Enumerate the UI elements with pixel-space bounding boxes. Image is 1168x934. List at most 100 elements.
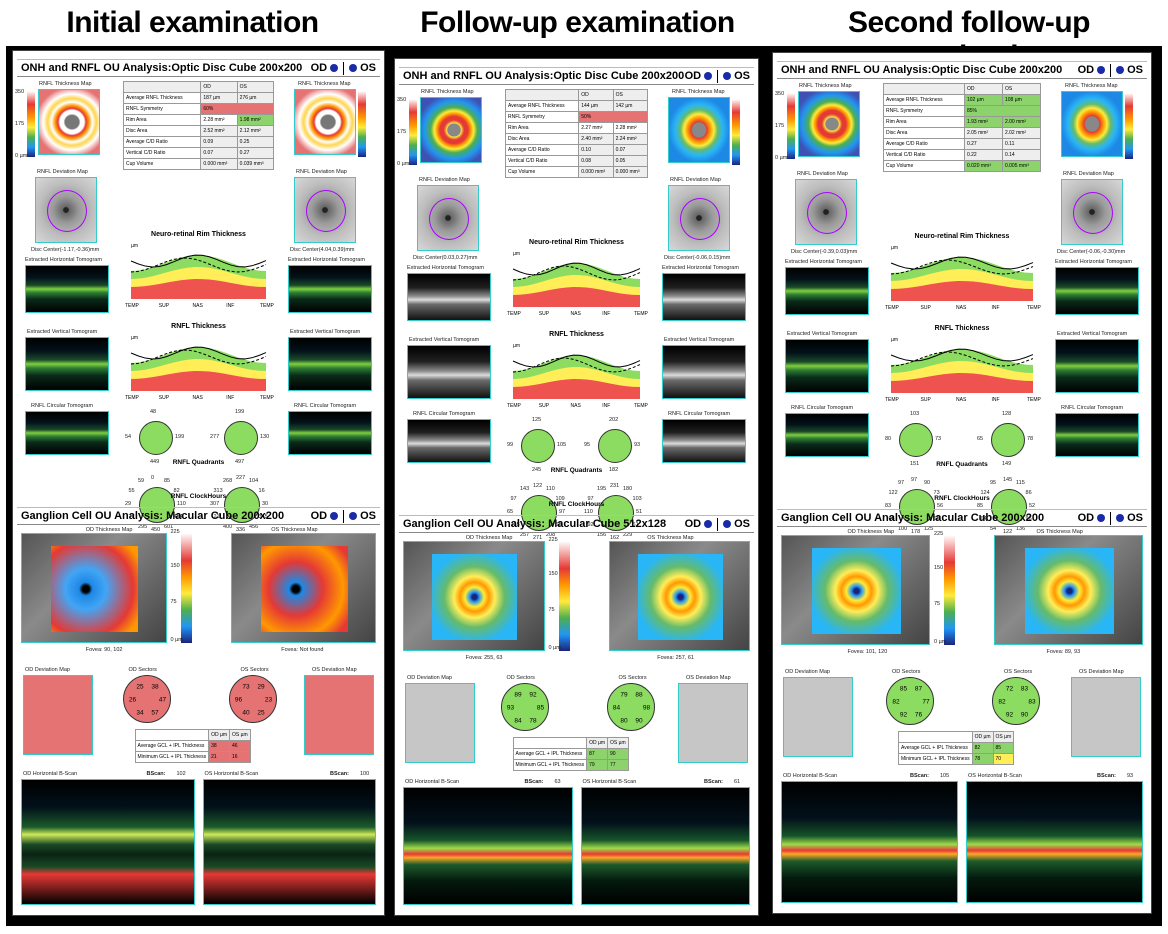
table-row-label: Cup Volume — [883, 160, 965, 172]
od-macular-overlay — [811, 548, 902, 634]
od-clock-value: 271 — [533, 535, 543, 541]
table-os-value: 0.27 — [236, 147, 275, 159]
os-sectors-circle-value: 92 — [1005, 711, 1014, 719]
od-macular-overlay — [432, 554, 518, 640]
os-sectors-circle-value: 25 — [257, 709, 265, 717]
os-sectors-circle-value: 40 — [242, 709, 250, 717]
rnfl-thickness-chart-os-line — [512, 357, 641, 373]
os-macular-thickness-map — [608, 541, 750, 651]
os-clock-value: 180 — [623, 486, 633, 493]
od-clock-value: 29 — [125, 501, 132, 507]
table-os-value: 2.24 mm² — [612, 133, 649, 145]
od-label: OD — [310, 62, 328, 74]
od-sectors-circle-value: 92 — [899, 711, 908, 719]
os-clock-value: 307 — [210, 501, 220, 507]
os-clock-value: 231 — [610, 483, 620, 489]
od-ext-v-tomogram — [785, 339, 869, 393]
table-od-value: 0.22 — [963, 149, 1003, 161]
od-clock-value: 85 — [164, 478, 171, 485]
od-dot-icon — [704, 72, 713, 81]
od-label: OD — [684, 70, 702, 82]
os-quadrant-value: 128 — [1002, 411, 1012, 417]
os-clock-value: 92 — [587, 522, 594, 528]
os-ext-h-tomogram — [662, 273, 746, 321]
table-os-value: 2.02 mm² — [1001, 127, 1042, 139]
os-fovea: Fovea: Not found — [281, 647, 324, 653]
gcl-od-value: 87 — [586, 748, 609, 760]
os-dot-icon — [723, 72, 732, 81]
eye-toggle[interactable]: OD OS — [311, 508, 376, 525]
os-clock-value: 162 — [610, 535, 620, 541]
od-clock-value: 68 — [888, 516, 895, 522]
gcl-row-label: Minimum GCL + IPL Thickness — [512, 759, 588, 771]
table-os-value: 1.98 mm² — [236, 114, 275, 126]
table-od-value: 85% — [963, 105, 1042, 117]
od-horizontal-bscan — [21, 779, 195, 905]
neuro-retinal-rim-chart-title: Neuro-retinal Rim Thickness — [151, 231, 246, 238]
os-label: OS — [360, 510, 376, 522]
od-quadrant-value: 103 — [910, 411, 920, 417]
od-quadrant-value: 245 — [532, 467, 542, 473]
os-quadrant-value: 95 — [584, 442, 591, 448]
rnfl-thickness-chart-title: RNFL Thickness — [171, 323, 226, 330]
os-ext-v-tomogram — [288, 337, 372, 391]
rnfl-thickness-chart-axis-label: INF — [602, 403, 611, 409]
os-sectors-label: OS Sectors — [618, 675, 647, 681]
table-os-value: 2.00 mm² — [1001, 116, 1042, 128]
od-quadrant-value: 125 — [532, 417, 542, 423]
od-ext-h-label: Extracted Horizontal Tomogram — [407, 265, 484, 271]
scale-225: 225 — [170, 529, 180, 535]
ganglion-header-title: Ganglion Cell OU Analysis: Macular Cube … — [781, 512, 1045, 524]
scale-0: 0 µm — [934, 639, 947, 645]
os-clock-value: 156 — [597, 531, 607, 538]
od-circ-tomogram — [407, 419, 491, 463]
os-clock-value: 145 — [1003, 477, 1013, 483]
neuro-retinal-rim-chart-od-line — [130, 254, 267, 268]
od-ext-h-tomogram — [25, 265, 109, 313]
os-bscan-num: 100 — [360, 771, 370, 777]
scale-350: 350 — [15, 89, 25, 95]
od-thickness-scale — [409, 99, 417, 165]
gcl-col-os: OS µm — [229, 729, 251, 741]
table-row-label: Average C/D Ratio — [122, 136, 202, 148]
os-clockhour-circle — [598, 495, 634, 531]
scale-75: 75 — [934, 601, 941, 607]
os-bscan-label: OS Horizontal B-Scan — [968, 773, 1022, 779]
os-clock-value: 16 — [258, 488, 265, 494]
od-macular-thickness-map — [781, 535, 930, 645]
od-clock-value: 143 — [520, 486, 530, 493]
gcl-row-label: Average GCL + IPL Thickness — [134, 740, 210, 752]
od-label: OD — [310, 510, 328, 522]
os-fovea: Fovea: 89, 93 — [1046, 649, 1081, 655]
od-dot-icon — [704, 520, 713, 529]
os-rnfl-deviation-map — [668, 185, 730, 251]
gcl-os-value: 90 — [607, 748, 629, 760]
table-od-value: 2.05 mm² — [963, 127, 1003, 139]
os-macular-thickness-map — [230, 533, 376, 643]
table-row-label: Average C/D Ratio — [504, 144, 580, 156]
os-quadrant-value: 182 — [609, 467, 619, 473]
od-fovea: Fovea: 90, 102 — [85, 647, 123, 653]
od-clock-value: 135 — [510, 522, 520, 528]
scale-0: 0 µm — [548, 645, 561, 651]
os-macular-overlay — [1024, 548, 1115, 634]
od-sectors-circle-value: 77 — [922, 698, 930, 706]
od-bscan-num: 63 — [554, 779, 561, 785]
od-bscan-num: 105 — [940, 773, 950, 779]
table-corner — [122, 81, 202, 93]
od-rnfl-deviation-map — [35, 177, 97, 243]
rnfl-thickness-chart-plot — [512, 354, 641, 399]
scale-150: 150 — [548, 571, 558, 577]
os-clock-value: 136 — [1016, 525, 1026, 532]
gcl-row-label: Average GCL + IPL Thickness — [898, 742, 973, 754]
scale-0: 0 µm — [15, 153, 28, 159]
table-od-value: 0.000 mm³ — [578, 166, 614, 178]
os-label: OS — [1127, 512, 1143, 524]
